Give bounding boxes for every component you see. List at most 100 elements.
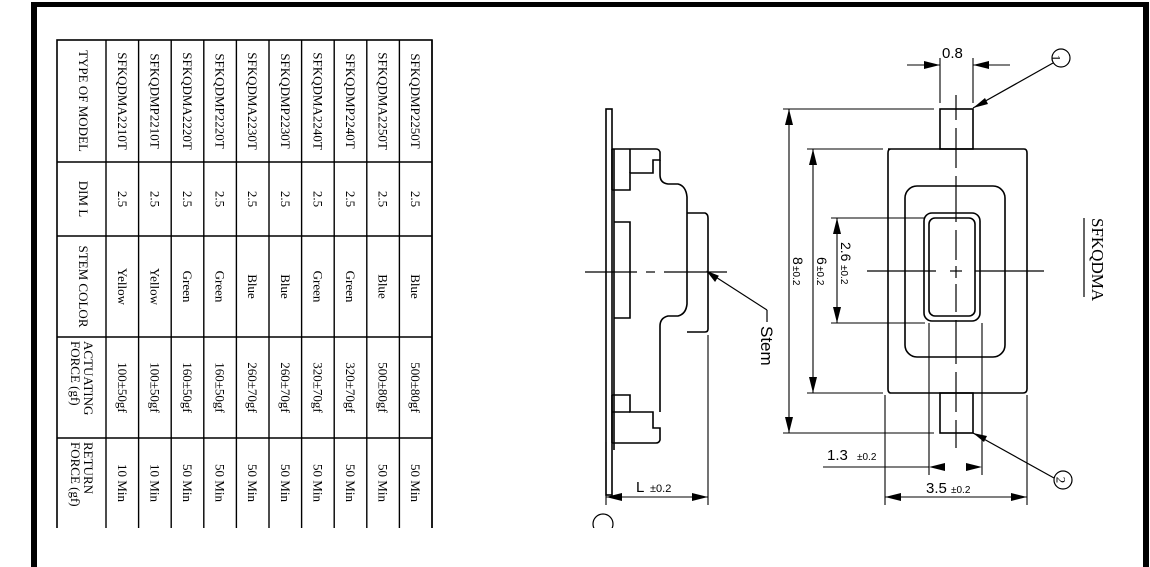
cell-actuating-force: 260±70gf xyxy=(245,362,260,413)
partial-circle-marker xyxy=(592,513,614,528)
cell-dim-l: 2.5 xyxy=(115,191,130,207)
dim-body-width-tolerance: ±0.2 xyxy=(951,485,971,496)
drawing-title: SFKQDMA xyxy=(1083,218,1107,302)
cell-return-force: 10 Min xyxy=(147,464,162,502)
header-actuating-force-1: ACTUATING xyxy=(81,341,96,415)
dim-total-length: 8 ±0.2 xyxy=(790,257,806,286)
cell-model: SFKQDMA2230T xyxy=(245,52,260,150)
dim-pin-width-lines xyxy=(907,58,1010,103)
cell-stem-color: Green xyxy=(310,271,325,303)
cell-return-force: 50 Min xyxy=(343,464,358,502)
cell-model: SFKQDMP2220T xyxy=(213,53,228,148)
dim-l-tolerance: ±0.2 xyxy=(650,483,671,495)
cell-actuating-force: 260±70gf xyxy=(278,362,293,413)
top-centerlines xyxy=(867,95,1044,448)
dim-l-label: L ±0.2 xyxy=(636,479,671,496)
dim-total-length-tolerance: ±0.2 xyxy=(790,266,801,286)
cell-stem-color: Green xyxy=(343,271,358,303)
cell-model: SFKQDMP2250T xyxy=(408,53,423,148)
dim-button-length-tolerance: ±0.2 xyxy=(838,265,849,285)
dim-button-width-lines xyxy=(823,323,983,475)
button-outer xyxy=(923,212,981,322)
cell-model: SFKQDMA2240T xyxy=(310,52,325,150)
cell-actuating-force: 100±50gf xyxy=(115,362,130,413)
cell-stem-color: Blue xyxy=(376,274,391,299)
cell-dim-l: 2.5 xyxy=(180,191,195,207)
dim-total-length-value: 8 xyxy=(790,257,806,265)
dim-l-value: L xyxy=(636,479,644,496)
cell-return-force: 50 Min xyxy=(408,464,423,502)
side-upper-clip xyxy=(612,148,661,191)
stem-label: Stem xyxy=(757,326,776,366)
cell-dim-l: 2.5 xyxy=(213,191,228,207)
switch-body xyxy=(887,148,1028,394)
cell-actuating-force: 160±50gf xyxy=(180,362,195,413)
side-lower-clip xyxy=(612,394,661,444)
header-actuating-force-2: FORCE (gf) xyxy=(68,341,83,406)
cell-actuating-force: 320±70gf xyxy=(310,362,325,413)
dim-button-width-tolerance: ±0.2 xyxy=(857,452,877,463)
cell-dim-l: 2.5 xyxy=(408,191,423,207)
cell-return-force: 50 Min xyxy=(376,464,391,502)
header-stem-color: STEM COLOR xyxy=(76,246,91,328)
dim-button-width-value: 1.3 xyxy=(827,447,848,464)
drawing-frame xyxy=(31,2,1149,567)
cell-stem-color: Yellow xyxy=(147,268,162,306)
cell-stem-color: Blue xyxy=(278,274,293,299)
cell-stem-color: Blue xyxy=(245,274,260,299)
dim-button-length-value: 2.6 xyxy=(838,242,854,262)
cell-return-force: 50 Min xyxy=(213,464,228,502)
dim-body-length: 6 ±0.2 xyxy=(814,257,830,286)
cell-model: SFKQDMP2240T xyxy=(343,53,358,148)
dim-body-length-lines xyxy=(807,148,883,394)
cell-dim-l: 2.5 xyxy=(245,191,260,207)
pin2-marker: 2 xyxy=(1054,477,1069,484)
cell-model: SFKQDMA2250T xyxy=(376,52,391,150)
header-return-force-2: FORCE (gf) xyxy=(68,442,83,507)
dim-button-length: 2.6 ±0.2 xyxy=(838,242,854,285)
dim-body-width: 3.5 ±0.2 xyxy=(926,480,971,497)
cell-model: SFKQDMP2230T xyxy=(278,53,293,148)
cell-actuating-force: 500±80gf xyxy=(376,362,391,413)
cell-return-force: 50 Min xyxy=(278,464,293,502)
cell-model: SFKQDMA2220T xyxy=(180,52,195,150)
dim-l-lines xyxy=(605,335,709,505)
pin2-leader xyxy=(972,432,1073,490)
dim-button-length-lines xyxy=(831,217,925,324)
dim-button-width: 1.3 ±0.2 xyxy=(827,447,877,464)
dim-body-width-value: 3.5 xyxy=(926,480,947,497)
cell-return-force: 10 Min xyxy=(115,464,130,502)
pin1-leader xyxy=(972,48,1071,109)
cell-actuating-force: 160±50gf xyxy=(213,362,228,413)
button-inner xyxy=(928,217,976,317)
cell-stem-color: Yellow xyxy=(115,268,130,306)
cell-stem-color: Green xyxy=(180,271,195,303)
side-stem xyxy=(687,212,709,333)
dim-body-width-lines xyxy=(884,395,1028,505)
header-return-force-1: RETURN xyxy=(81,442,96,495)
side-view xyxy=(605,108,709,496)
dim-pin-width: 0.8 xyxy=(942,45,963,62)
header-dim-l: DIM L xyxy=(76,181,91,218)
cell-return-force: 50 Min xyxy=(180,464,195,502)
dim-total-length-lines xyxy=(783,108,934,434)
cell-actuating-force: 500±80gf xyxy=(408,362,423,413)
header-model: TYPE OF MODEL xyxy=(76,50,91,152)
cell-stem-color: Green xyxy=(213,271,228,303)
cell-actuating-force: 320±70gf xyxy=(343,362,358,413)
pin1-marker: 1 xyxy=(1049,55,1064,62)
side-mounting-plate xyxy=(605,108,613,496)
dim-body-length-tolerance: ±0.2 xyxy=(814,266,825,286)
dim-body-length-value: 6 xyxy=(814,257,830,265)
cell-model: SFKQDMP2210T xyxy=(147,53,162,148)
cell-dim-l: 2.5 xyxy=(147,191,162,207)
cell-return-force: 50 Min xyxy=(245,464,260,502)
cell-dim-l: 2.5 xyxy=(278,191,293,207)
cell-dim-l: 2.5 xyxy=(376,191,391,207)
cell-dim-l: 2.5 xyxy=(310,191,325,207)
cell-model: SFKQDMA2210T xyxy=(115,52,130,150)
cell-stem-color: Blue xyxy=(408,274,423,299)
stem-leader xyxy=(706,270,768,322)
